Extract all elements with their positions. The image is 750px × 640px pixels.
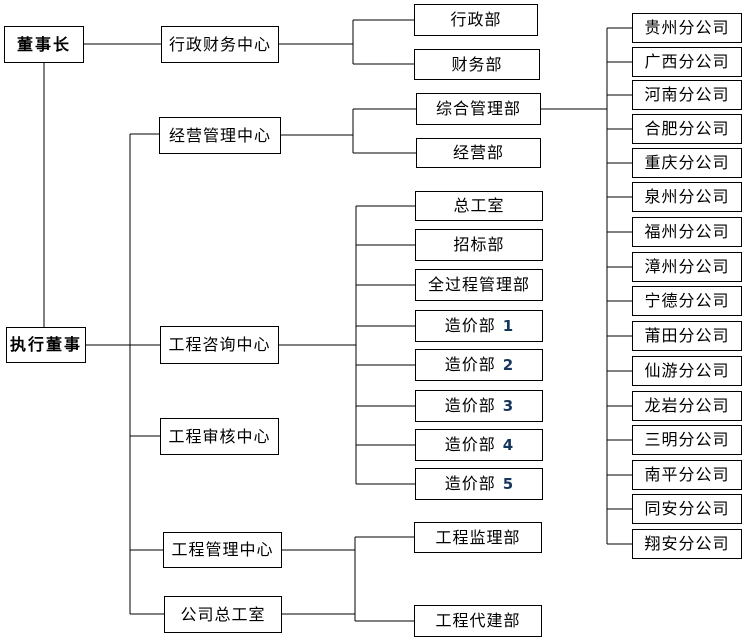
node-cost-dept-2: 造价部 2 (415, 349, 543, 381)
node-chief-office-dept: 总工室 (415, 191, 543, 221)
node-branch-company: 合肥分公司 (632, 114, 742, 144)
node-project-mgmt-center: 工程管理中心 (163, 532, 282, 568)
node-chairman: 董事长 (4, 26, 84, 63)
node-branch-company: 同安分公司 (632, 494, 742, 524)
node-whole-process-dept: 全过程管理部 (415, 269, 543, 301)
node-business-dept: 经营部 (416, 138, 541, 168)
cost-dept-label: 造价部 (444, 316, 496, 335)
node-branch-company: 重庆分公司 (632, 148, 742, 178)
node-audit-center: 工程审核中心 (160, 418, 279, 455)
node-branch-company: 漳州分公司 (632, 252, 742, 282)
node-admin-dept: 行政部 (414, 4, 538, 36)
cost-dept-label: 造价部 (444, 435, 496, 454)
cost-dept-number: 4 (502, 435, 514, 454)
node-bidding-dept: 招标部 (415, 229, 543, 261)
cost-dept-label: 造价部 (444, 474, 496, 493)
node-branch-company: 翔安分公司 (632, 529, 742, 559)
node-branch-company: 贵州分公司 (632, 13, 742, 43)
cost-dept-number: 1 (502, 316, 514, 335)
node-branch-company: 南平分公司 (632, 460, 742, 490)
node-general-mgmt-dept: 综合管理部 (416, 93, 541, 125)
node-branch-company: 莆田分公司 (632, 321, 742, 351)
cost-dept-number: 3 (502, 396, 514, 415)
node-admin-finance-center: 行政财务中心 (161, 26, 279, 63)
node-agent-construction-dept: 工程代建部 (414, 605, 542, 637)
node-business-mgmt-center: 经营管理中心 (159, 117, 281, 154)
node-branch-company: 广西分公司 (632, 47, 742, 77)
node-branch-company: 宁德分公司 (632, 286, 742, 316)
node-branch-company: 福州分公司 (632, 217, 742, 247)
node-supervision-dept: 工程监理部 (414, 522, 542, 553)
cost-dept-number: 2 (502, 355, 514, 374)
node-cost-dept-4: 造价部 4 (415, 429, 543, 461)
node-cost-dept-3: 造价部 3 (415, 390, 543, 422)
node-executive-director: 执行董事 (6, 327, 86, 363)
node-branch-company: 仙游分公司 (632, 356, 742, 386)
cost-dept-label: 造价部 (444, 396, 496, 415)
node-cost-dept-1: 造价部 1 (415, 310, 543, 342)
node-branch-company: 河南分公司 (632, 80, 742, 110)
node-consulting-center: 工程咨询中心 (160, 326, 279, 364)
node-branch-company: 泉州分公司 (632, 182, 742, 212)
node-branch-company: 龙岩分公司 (632, 391, 742, 421)
cost-dept-label: 造价部 (444, 355, 496, 374)
node-cost-dept-5: 造价部 5 (415, 468, 543, 500)
cost-dept-number: 5 (502, 474, 514, 493)
node-company-chief-office: 公司总工室 (164, 596, 282, 633)
node-finance-dept: 财务部 (414, 49, 540, 80)
node-branch-company: 三明分公司 (632, 425, 742, 455)
